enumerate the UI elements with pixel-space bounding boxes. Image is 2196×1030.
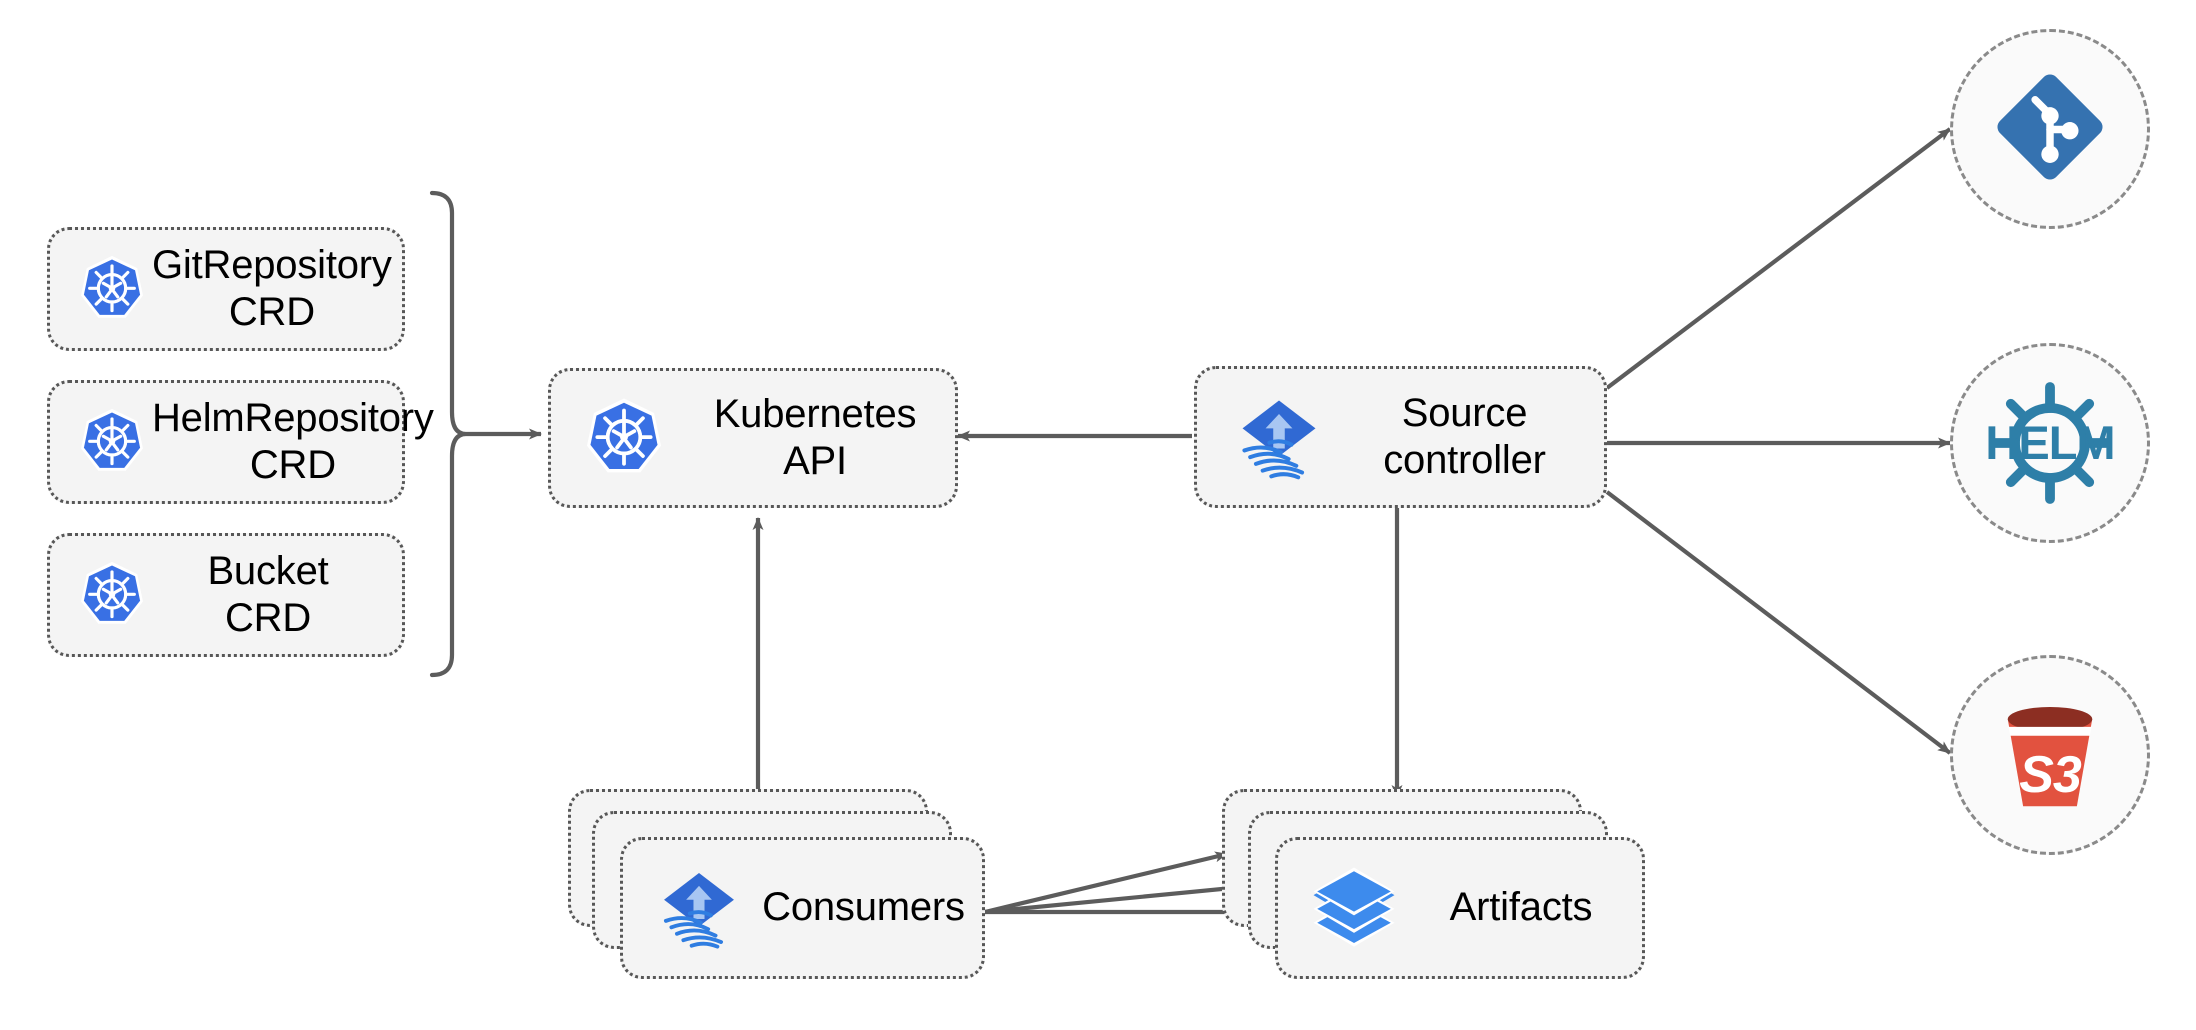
flux-icon	[1231, 389, 1327, 485]
layers-icon	[1308, 862, 1400, 954]
node-consumers[interactable]: Consumers	[620, 837, 985, 979]
node-label: Artifacts	[1449, 885, 1593, 930]
node-kubernetes-api[interactable]: Kubernetes API	[548, 368, 958, 508]
crd-box-gitrepository[interactable]: GitRepository CRD	[47, 227, 405, 351]
node-artifacts[interactable]: Artifacts	[1275, 837, 1645, 979]
kubernetes-icon	[581, 395, 667, 481]
crd-box-helmrepository[interactable]: HelmRepository CRD	[47, 380, 434, 504]
git-icon	[1988, 65, 2112, 194]
external-source-s3[interactable]: S3	[1950, 655, 2150, 855]
crd-label: Bucket CRD	[207, 548, 329, 640]
node-label: Kubernetes API	[713, 391, 917, 483]
flux-icon	[653, 862, 745, 954]
edge-source-to-s3	[1605, 490, 1952, 755]
s3-wordmark: S3	[2019, 746, 2082, 804]
kubernetes-icon	[76, 559, 148, 631]
helm-icon: HELM	[1980, 373, 2120, 513]
crd-label: GitRepository CRD	[152, 242, 392, 334]
node-label: Source controller	[1383, 390, 1546, 482]
kubernetes-icon	[76, 406, 148, 478]
crd-box-bucket[interactable]: Bucket CRD	[47, 533, 405, 657]
external-source-helm[interactable]: HELM	[1950, 343, 2150, 543]
external-source-git[interactable]	[1950, 29, 2150, 229]
node-label: Consumers	[762, 885, 965, 930]
crd-label: HelmRepository CRD	[152, 395, 434, 487]
helm-wordmark: HELM	[1985, 416, 2115, 469]
kubernetes-icon	[76, 253, 148, 325]
edge-source-to-git	[1605, 127, 1952, 390]
node-source-controller[interactable]: Source controller	[1194, 366, 1607, 508]
edge-consumers-to-artifacts-back	[984, 851, 1228, 915]
s3-bucket-icon: S3	[1986, 691, 2114, 819]
